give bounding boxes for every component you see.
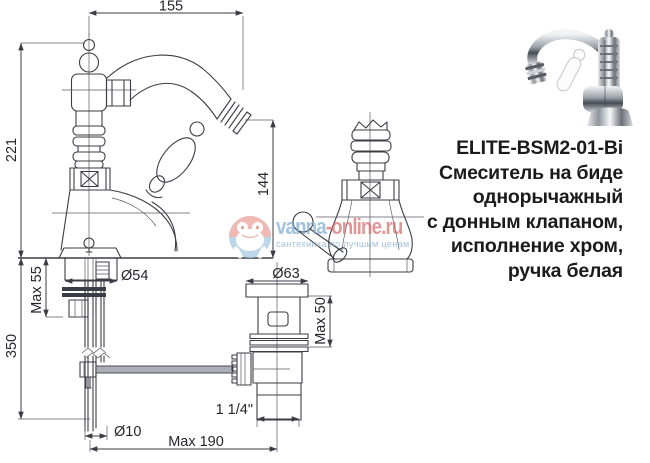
dim-label-reach-max: Max 190 [168, 434, 224, 450]
watermark-brand-secondary: -online.ru [325, 214, 404, 239]
faucet-front-view [292, 112, 424, 277]
dim-label-hose-length: 350 [4, 334, 20, 358]
product-photo [525, 29, 633, 126]
dim-label-deck-max: Max 55 [29, 266, 45, 314]
dim-label-base-dia: Ø54 [121, 268, 148, 284]
faucet-side-view [18, 16, 273, 432]
product-description-line: ручка белая [507, 259, 623, 282]
dim-label-drain-max: Max 50 [313, 297, 329, 345]
dim-label-hose-dia: Ø10 [114, 424, 141, 440]
product-description-line: однорычажный [472, 186, 623, 208]
product-description-line: Смеситель на биде [438, 161, 623, 184]
watermark-tagline: сантехника по лучшим ценам [276, 239, 410, 250]
product-code: ELITE-BSM2-01-Bi [456, 137, 623, 159]
watermark-brand-primary: vanna [276, 214, 327, 239]
drain-assembly [231, 262, 309, 452]
dim-label-thread: 1 1/4" [216, 402, 253, 418]
dimension-lines: 155 221 144 Max 55 350 Ø54 Ø63 Max 50 1 … [4, 0, 333, 452]
watermark-brand: vanna-online.ru [276, 214, 404, 240]
dim-label-spout-reach: 155 [159, 0, 183, 15]
dim-label-total-height: 221 [4, 138, 20, 162]
dim-label-drain-dia: Ø63 [272, 266, 299, 282]
product-description-line: исполнение хром, [450, 235, 623, 257]
watermark-text: vanna-online.ru сантехника по лучшим цен… [276, 214, 425, 250]
product-description-line: с донным клапаном, [426, 210, 623, 233]
frog-logo-icon [229, 216, 271, 259]
product-info: ELITE-BSM2-01-Bi Смеситель на биде однор… [427, 136, 623, 283]
watermark: vanna-online.ru сантехника по лучшим цен… [228, 214, 425, 260]
dim-label-spout-height: 144 [256, 172, 272, 196]
